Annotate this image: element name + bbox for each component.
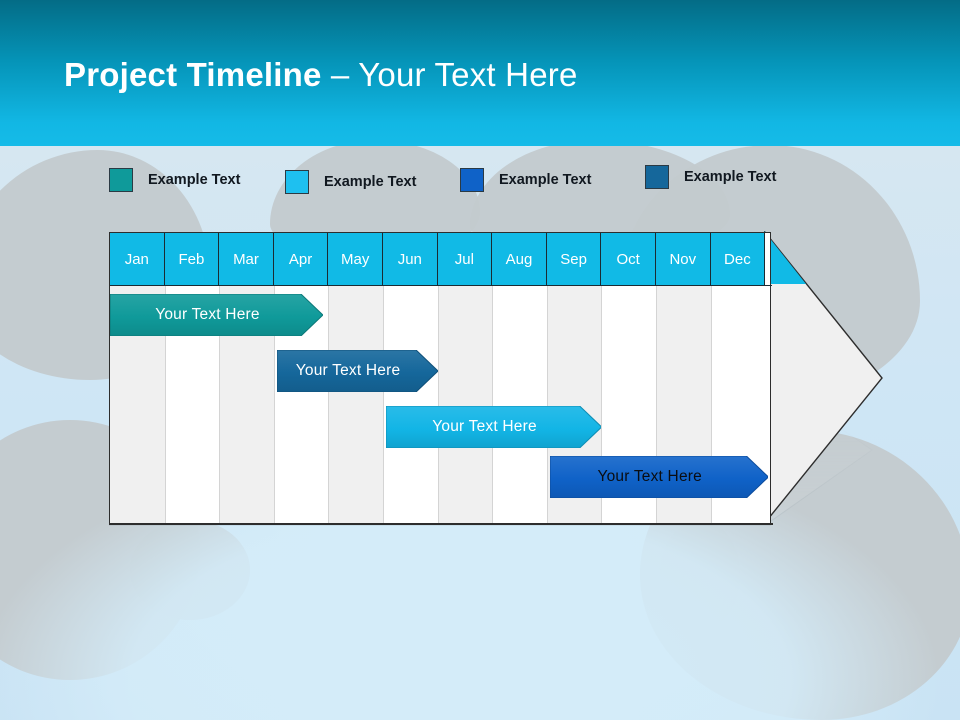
month-header-dec[interactable]: Dec bbox=[710, 233, 766, 285]
timeline-arrowhead-icon bbox=[763, 229, 884, 526]
month-header-feb[interactable]: Feb bbox=[164, 233, 220, 285]
month-header-jul[interactable]: Jul bbox=[437, 233, 493, 285]
page-title-light: – Your Text Here bbox=[321, 56, 578, 93]
timeline-chart: Jan Feb Mar Apr May Jun Jul Aug Sep Oct Nov Dec You… bbox=[109, 229, 884, 526]
timeline-bar-label: Your Text Here bbox=[597, 468, 702, 485]
page-title: Project Timeline – Your Text Here bbox=[64, 58, 578, 91]
column-divider bbox=[710, 233, 712, 523]
timeline-bar-3[interactable]: Your Text Here bbox=[385, 406, 602, 448]
month-header-jan[interactable]: Jan bbox=[110, 233, 165, 285]
timeline-bar-1[interactable]: Your Text Here bbox=[110, 294, 323, 336]
legend-swatch-icon bbox=[645, 165, 669, 189]
legend-swatch-icon bbox=[460, 168, 484, 192]
month-header-label: Sep bbox=[560, 250, 587, 268]
column-divider bbox=[273, 233, 275, 523]
month-header-sep[interactable]: Sep bbox=[546, 233, 602, 285]
month-header-label: Mar bbox=[233, 250, 259, 268]
month-header-aug[interactable]: Aug bbox=[492, 233, 547, 285]
legend-item-label: Example Text bbox=[324, 174, 417, 190]
title-band bbox=[0, 0, 960, 146]
month-header-label: May bbox=[341, 250, 370, 268]
legend-swatch-icon bbox=[109, 168, 133, 192]
month-header-label: Nov bbox=[669, 250, 697, 268]
timeline-header-underline bbox=[110, 285, 772, 287]
month-header-label: Oct bbox=[616, 250, 640, 268]
month-header-label: Apr bbox=[288, 250, 313, 268]
month-header-label: Dec bbox=[724, 250, 751, 268]
legend-item-1[interactable]: Example Text bbox=[109, 168, 240, 192]
month-header-jun[interactable]: Jun bbox=[383, 233, 438, 285]
month-header-label: Aug bbox=[505, 250, 533, 268]
timeline-bar-2[interactable]: Your Text Here bbox=[276, 350, 438, 392]
legend-item-3[interactable]: Example Text bbox=[460, 168, 591, 192]
timeline-bar-label: Your Text Here bbox=[432, 418, 537, 435]
month-header-may[interactable]: May bbox=[328, 233, 383, 285]
column-divider bbox=[601, 233, 603, 523]
timeline-bottom-edge bbox=[109, 523, 773, 525]
column-divider bbox=[492, 233, 494, 523]
legend-item-label: Example Text bbox=[684, 169, 777, 185]
month-header-label: Feb bbox=[178, 250, 205, 268]
bar-arrow-icon bbox=[385, 406, 602, 448]
legend-swatch-icon bbox=[285, 170, 309, 194]
month-header-label: Jul bbox=[454, 250, 474, 268]
bar-arrow-icon bbox=[110, 294, 323, 336]
legend-item-2[interactable]: Example Text bbox=[285, 170, 416, 194]
column-divider bbox=[219, 233, 221, 523]
month-header-label: Jan bbox=[124, 250, 149, 268]
column-divider bbox=[546, 233, 548, 523]
legend-item-label: Example Text bbox=[499, 172, 592, 188]
legend-item-label: Example Text bbox=[148, 172, 241, 188]
month-header-apr[interactable]: Apr bbox=[273, 233, 329, 285]
column-divider bbox=[164, 233, 166, 523]
timeline-bar-4[interactable]: Your Text Here bbox=[549, 456, 768, 498]
month-header-oct[interactable]: Oct bbox=[601, 233, 656, 285]
legend-item-4[interactable]: Example Text bbox=[645, 165, 776, 189]
timeline-bar-label: Your Text Here bbox=[155, 306, 260, 323]
month-header-nov[interactable]: Nov bbox=[656, 233, 711, 285]
timeline-bar-label: Your Text Here bbox=[295, 362, 401, 379]
bar-arrow-icon bbox=[549, 456, 768, 498]
legend: Example Text Example Text Example Text E… bbox=[0, 160, 960, 196]
month-header-label: Jun bbox=[397, 250, 422, 268]
column-divider bbox=[656, 233, 657, 523]
column-divider bbox=[437, 233, 439, 523]
page-title-bold: Project Timeline bbox=[64, 56, 322, 93]
month-header-mar[interactable]: Mar bbox=[219, 233, 274, 285]
bar-arrow-icon bbox=[276, 350, 438, 392]
